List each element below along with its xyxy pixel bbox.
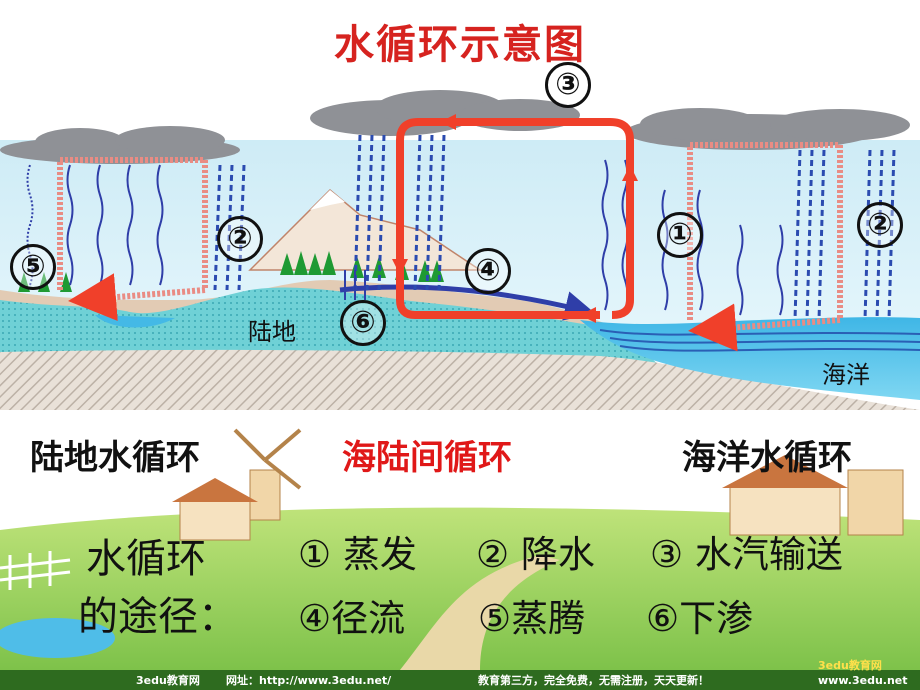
footer-logo-text: 3edu教育网	[818, 659, 882, 672]
land-label: 陆地	[248, 318, 296, 346]
legend-transpiration: ⑤蒸腾	[478, 597, 586, 640]
marker-2-precip-land: ②	[217, 216, 263, 262]
legend-heading-line1: 水循环	[86, 536, 206, 582]
runoff-river	[339, 284, 595, 321]
fence	[0, 551, 71, 590]
footer-site-link[interactable]: 网址：http://www.3edu.net/	[226, 674, 392, 687]
footer-brand: 3edu教育网	[136, 674, 200, 687]
footer-logo-url[interactable]: www.3edu.net	[818, 674, 908, 687]
land-cycle-loop	[57, 157, 208, 322]
diagram-title: 水循环示意图	[334, 22, 586, 68]
marker-6-infiltration: ⑥	[340, 300, 386, 346]
infiltration	[344, 270, 366, 300]
marker-1-evaporation: ①	[657, 212, 703, 258]
land-cycle-label: 陆地水循环	[30, 438, 200, 478]
windmill-left	[233, 428, 302, 521]
ocean-cycle-label: 海洋水循环	[682, 438, 852, 478]
marker-2-precip-ocean: ②	[857, 202, 903, 248]
marker-5-transpiration: ⑤	[10, 244, 56, 290]
ocean-cycle-loop	[687, 142, 843, 352]
house-left	[172, 478, 258, 541]
house-right	[722, 455, 904, 536]
sea-land-cycle-label: 海陆间循环	[342, 438, 512, 478]
footer-slogan: 教育第三方，完全免费，无需注册，天天更新！	[478, 674, 709, 687]
legend-infiltration: ⑥下渗	[646, 597, 754, 640]
clouds	[0, 90, 910, 164]
legend-runoff: ④径流	[298, 597, 406, 640]
bedrock-layer	[0, 349, 920, 410]
marker-4-runoff: ④	[465, 248, 511, 294]
footer-bar	[0, 670, 920, 690]
legend-evaporation: ① 蒸发	[298, 533, 417, 576]
legend-heading-line2: 的途径：	[78, 594, 238, 640]
meadow	[0, 507, 920, 670]
ocean-label: 海洋	[822, 361, 870, 389]
legend-vapor-transport: ③ 水汽输送	[650, 533, 843, 576]
path	[400, 555, 560, 670]
ocean	[580, 317, 920, 400]
sea-land-cycle-loop	[396, 118, 634, 319]
pond	[0, 618, 115, 658]
legend-precipitation: ② 降水	[476, 533, 595, 576]
marker-3-transport: ③	[545, 62, 591, 108]
